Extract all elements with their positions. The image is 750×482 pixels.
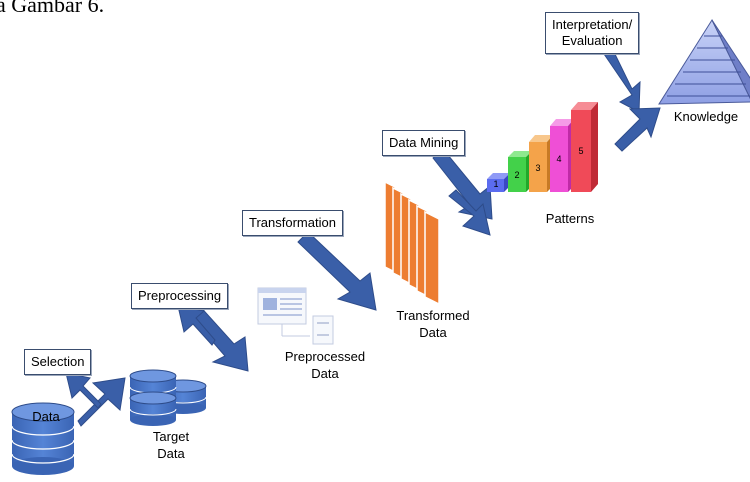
step-interpretation-box: Interpretation/ Evaluation <box>545 12 640 54</box>
arrow-datamining-to-patterns <box>448 189 491 236</box>
stage-knowledge-label: Knowledge <box>673 109 739 124</box>
step-data-mining-label: Data Mining <box>389 135 459 150</box>
step-selection-label: Selection <box>31 354 85 369</box>
step-transformation-box: Transformation <box>242 210 343 236</box>
arrow-data-to-target <box>77 377 126 427</box>
step-interpretation-label-2: Evaluation <box>561 33 623 48</box>
target-database-icon <box>129 369 207 426</box>
step-interpretation-label-1: Interpretation/ <box>552 17 633 32</box>
arrow-target-to-preprocessed <box>187 302 249 372</box>
step-preprocessing-box: Preprocessing <box>131 283 229 309</box>
data-database-icon <box>11 402 75 475</box>
stage-target-data-label: Target Data <box>146 428 196 462</box>
step-selection-box: Selection <box>24 349 92 375</box>
pattern-bar-3-label: 3 <box>535 163 541 173</box>
pattern-bar-2-label: 2 <box>514 170 520 180</box>
step-transformation-label: Transformation <box>249 215 336 230</box>
caption-text: a Gambar 6. <box>0 0 105 17</box>
arrow-preprocessed-to-transformed <box>297 231 377 311</box>
stage-data-label: Data <box>32 409 60 424</box>
stage-target-line-2: Data <box>157 446 185 461</box>
transformed-data-stack <box>384 180 440 306</box>
pattern-bar-1-label: 1 <box>493 179 499 189</box>
stage-preprocessed-line-1: Preprocessed <box>284 349 366 364</box>
arrow-patterns-to-interpretation <box>603 47 641 113</box>
stage-patterns-label: Patterns <box>545 211 595 226</box>
knowledge-pyramid <box>658 18 750 105</box>
stage-transformed-data-label: Transformed Data <box>385 307 481 341</box>
step-preprocessing-label: Preprocessing <box>138 288 222 303</box>
arrow-target-to-selection <box>65 372 102 409</box>
stage-target-line-1: Target <box>152 429 190 444</box>
arrow-knowledge-to-interpretation <box>614 107 661 152</box>
stage-preprocessed-data-label: Preprocessed Data <box>278 348 372 382</box>
patterns-bar-graphic <box>487 102 598 192</box>
stage-preprocessed-line-2: Data <box>311 366 339 381</box>
pattern-bar-4-label: 4 <box>556 154 562 164</box>
step-data-mining-box: Data Mining <box>382 130 466 156</box>
stage-transformed-line-1: Transformed <box>396 308 470 323</box>
preprocessed-document-icon <box>257 287 334 345</box>
stage-transformed-line-2: Data <box>419 325 447 340</box>
pattern-bar-5-label: 5 <box>578 146 584 156</box>
